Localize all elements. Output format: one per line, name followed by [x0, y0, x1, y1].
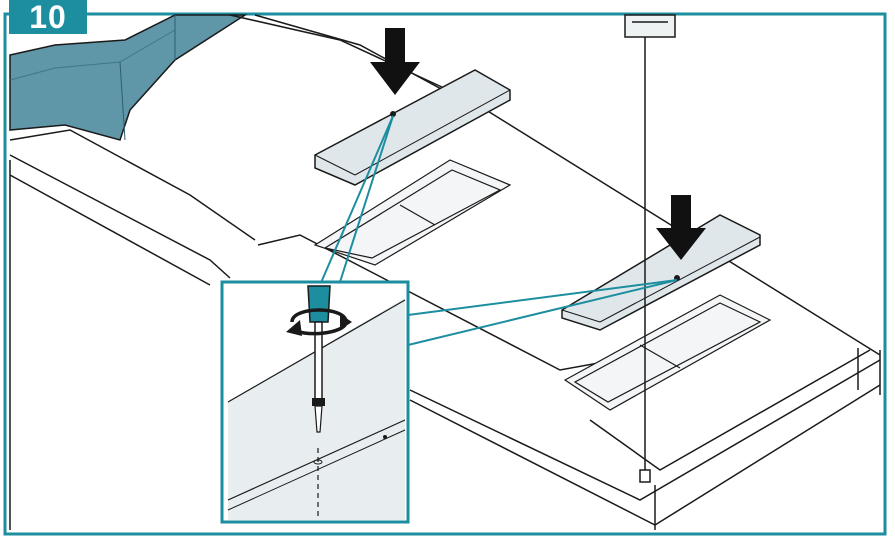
down-arrow-icon [656, 195, 706, 260]
cabinet-side-panel [9, 14, 248, 141]
callout-leaders [319, 115, 678, 346]
shelf-panel-upper [314, 69, 511, 186]
rotate-arrow-icon [286, 308, 352, 336]
screwdriver-icon [307, 285, 331, 433]
base-opening-upper [313, 159, 512, 266]
shelf-panel-lower [561, 214, 761, 331]
base-opening-lower [563, 294, 772, 411]
down-arrow-icon [370, 28, 420, 95]
step-frame [3, 12, 887, 536]
vertical-post [624, 14, 676, 483]
step-number-badge: 10 [9, 0, 87, 34]
